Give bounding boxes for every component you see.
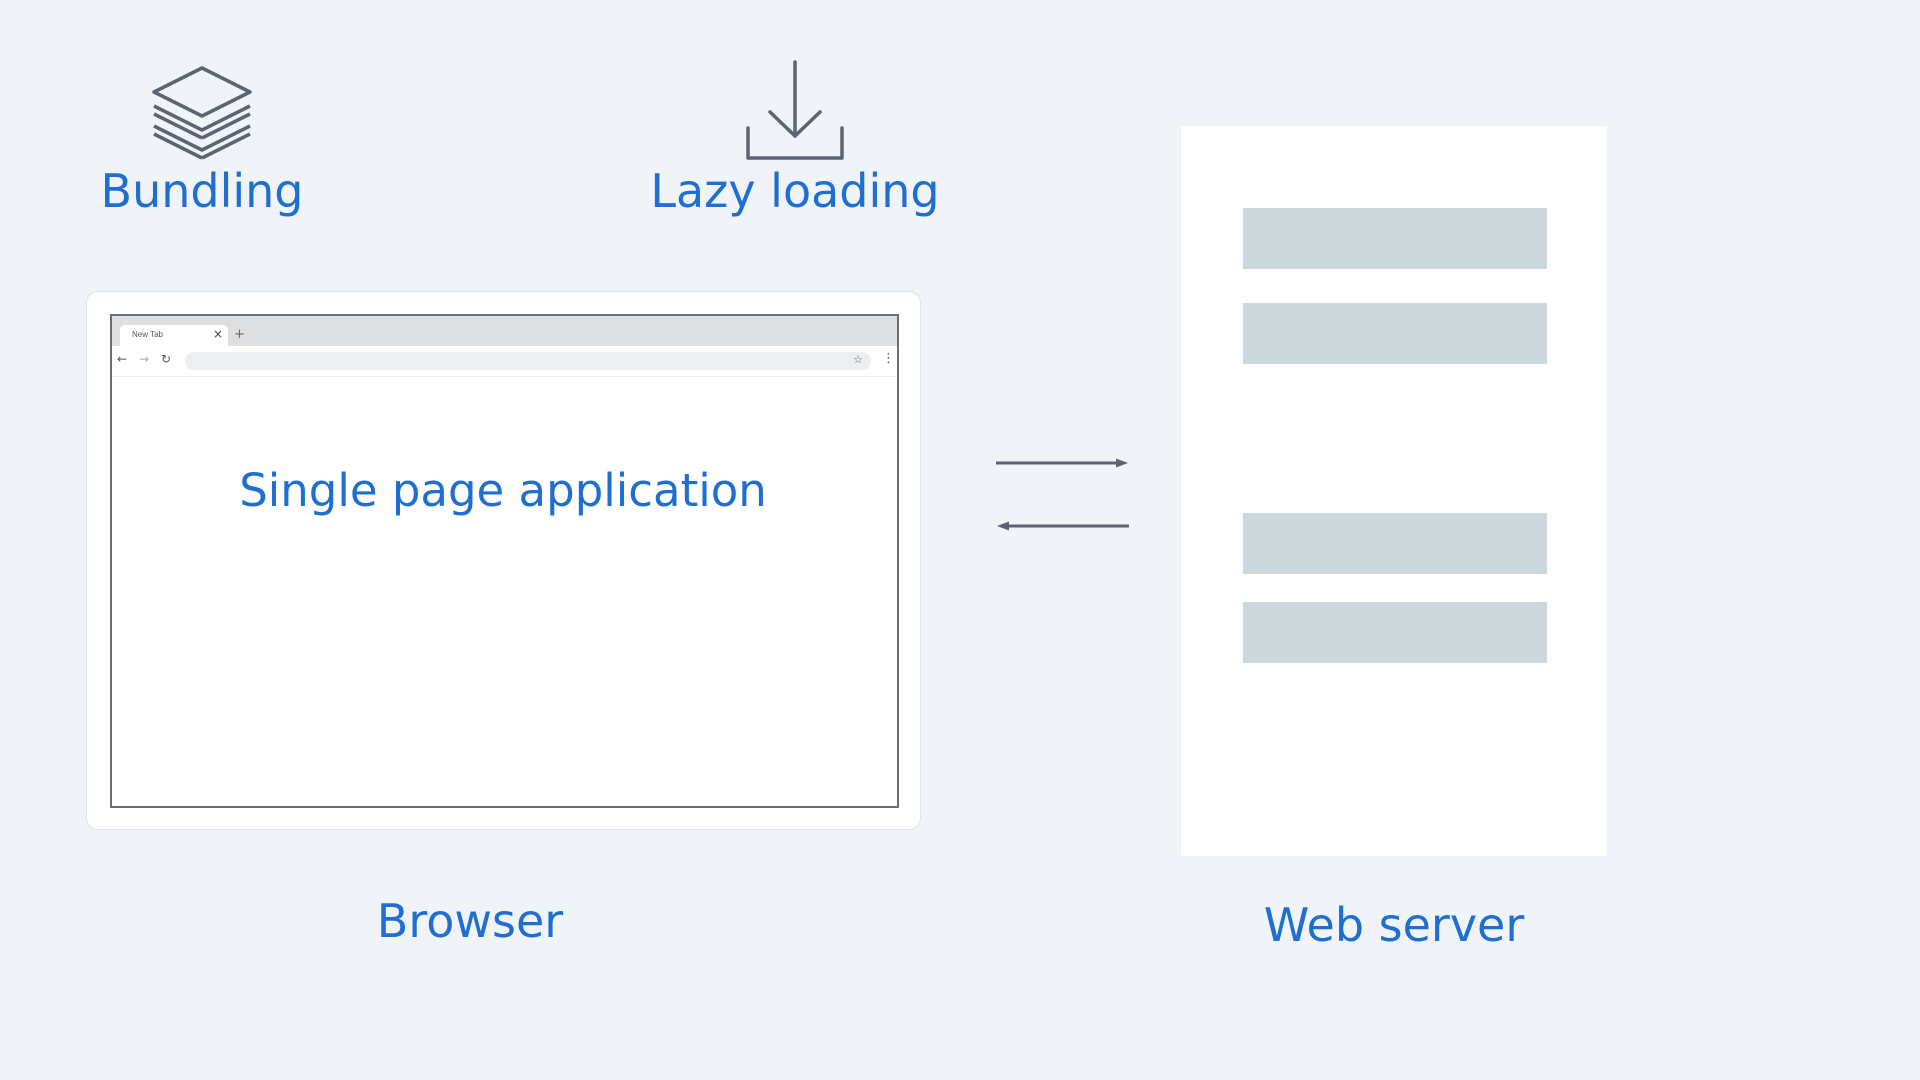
forward-arrow-icon[interactable]: → [139,352,150,366]
browser-caption: Browser [376,894,564,948]
bundling-label: Bundling [100,164,304,218]
star-icon[interactable]: ☆ [853,353,863,366]
stacked-layers-icon [152,66,252,160]
download-tray-icon [746,60,844,160]
lazy-loading-label: Lazy loading [650,164,940,218]
server-block [1243,513,1547,574]
browser-window: New Tab × + ← → ↻ ☆ ⋮ [110,314,899,808]
server-block [1243,602,1547,663]
web-server-caption: Web server [1263,898,1525,952]
server-block [1243,208,1547,269]
tab-strip: New Tab × + [112,316,897,346]
kebab-menu-icon[interactable]: ⋮ [882,351,895,366]
back-arrow-icon[interactable]: ← [117,352,128,366]
response-arrow-icon [997,521,1129,531]
single-page-application-label: Single page application [239,464,767,517]
address-bar[interactable]: ☆ [185,352,871,370]
close-icon[interactable]: × [212,327,223,341]
browser-toolbar: ← → ↻ ☆ ⋮ [112,346,897,377]
browser-tab[interactable]: New Tab × [120,325,228,346]
server-block [1243,303,1547,364]
request-arrow-icon [996,458,1128,468]
reload-icon[interactable]: ↻ [161,352,172,366]
tab-title: New Tab [132,330,163,339]
plus-icon[interactable]: + [234,327,245,342]
